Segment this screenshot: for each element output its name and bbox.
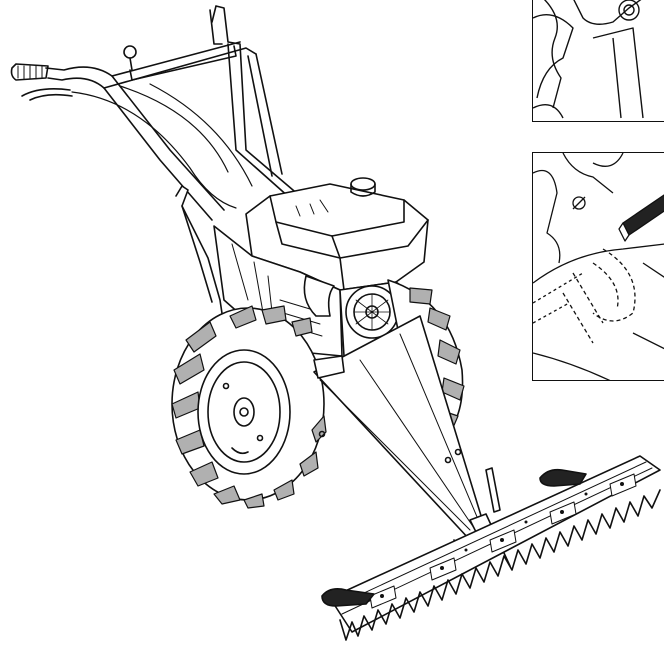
cutter-teeth xyxy=(339,489,661,641)
left-wheel xyxy=(171,305,327,509)
clutch-lever xyxy=(21,88,73,101)
throttle-knob xyxy=(123,45,137,59)
tire-tread xyxy=(171,305,327,509)
detail-inset-middle xyxy=(532,152,664,381)
right-skid-pad xyxy=(539,468,587,487)
wheel-hub xyxy=(233,397,255,427)
cutter-bar xyxy=(321,455,661,641)
fuel-cap xyxy=(350,177,376,191)
left-skid-pad xyxy=(321,588,375,607)
detail-inset-top xyxy=(532,0,664,122)
side-lever xyxy=(175,185,227,341)
handlebar xyxy=(10,5,301,221)
